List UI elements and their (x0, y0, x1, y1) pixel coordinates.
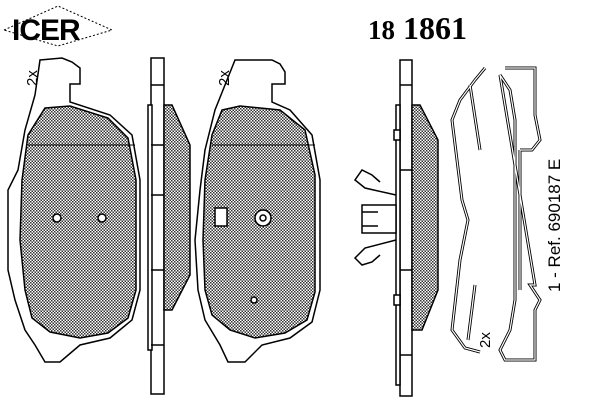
part-number-prefix: 18 (368, 15, 395, 45)
reference-note: 1 - Ref. 690187 E (545, 158, 564, 292)
part-number-main: 1861 (403, 10, 467, 46)
anti-rattle-clip (353, 169, 397, 266)
quantity-label-springs: 2x (477, 332, 494, 348)
part-number: 18 1861 (368, 10, 467, 47)
brake-pad-1-side (147, 57, 191, 395)
logo-diamond (2, 5, 114, 47)
quantity-label-pad-2: 2x (216, 70, 233, 86)
brake-pad-1-front (7, 57, 141, 363)
quantity-label-pad-1: 2x (24, 70, 41, 86)
brake-pad-2-front (194, 59, 321, 363)
brand-logo: ICER (12, 14, 81, 47)
brake-pad-2-side (393, 59, 439, 397)
spring-clip-1 (450, 67, 487, 354)
